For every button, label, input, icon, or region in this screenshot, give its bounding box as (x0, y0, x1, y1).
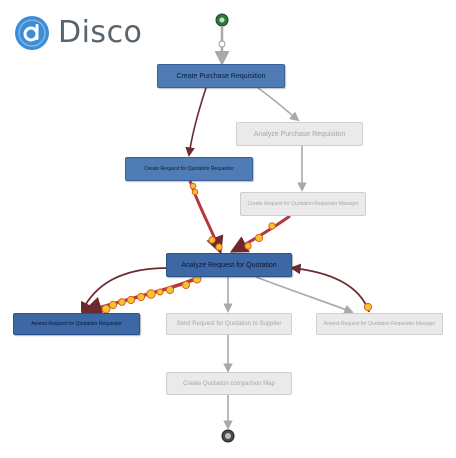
tokens-crfq-manager-path (244, 222, 276, 250)
edge-amend-manager-to-analyze-rfq[interactable] (289, 263, 370, 313)
activity-label: Analyze Purchase Requisiton (253, 130, 346, 138)
activity-label: Create Request for Quotation Requester M… (247, 201, 359, 207)
activity-create-rfq-requester[interactable]: Create Request for Quotation Requester (125, 157, 253, 181)
edge-analyze-rfq-to-amend-requester-arc[interactable] (81, 267, 169, 313)
tokens-amend-requester-path (101, 274, 202, 314)
activity-label: Amend Request for Quotation Requester (31, 321, 122, 327)
disco-logo-icon (15, 16, 49, 50)
activity-amend-rfq-requester[interactable]: Amend Request for Quotation Requester (13, 313, 140, 335)
token (218, 40, 226, 48)
edge-cpr-to-crfq-requester[interactable] (185, 87, 207, 157)
activity-label: Analyze Request for Quotation (181, 261, 277, 269)
tokens-crfq-requester-path (189, 182, 223, 251)
activity-amend-rfq-requester-manager[interactable]: Amend Request for Quotation Requester Ma… (316, 313, 443, 335)
end-node[interactable] (221, 429, 235, 443)
activity-analyze-rfq[interactable]: Analyze Request for Quotation (166, 253, 292, 277)
activity-create-quotation-comparison-map[interactable]: Create Quotation comparison Map (166, 372, 292, 395)
activity-label: Send Request for Quotation to Supplier (176, 321, 282, 327)
activity-analyze-purchase-requisition[interactable]: Analyze Purchase Requisiton (236, 122, 363, 146)
activity-create-rfq-requester-manager[interactable]: Create Request for Quotation Requester M… (240, 192, 366, 216)
activity-create-purchase-requisition[interactable]: Create Purchase Requisition (157, 64, 285, 88)
start-node[interactable] (215, 13, 229, 27)
activity-label: Create Purchase Requisition (176, 72, 266, 80)
tokens-amend-manager-path (363, 302, 373, 312)
activity-label: Create Quotation comparison Map (183, 380, 275, 387)
disco-logo: Disco (14, 15, 142, 51)
activity-label: Create Request for Quotation Requester (144, 166, 234, 172)
activity-label: Amend Request for Quotation Requester Ma… (323, 321, 436, 327)
edge-analyze-rfq-to-amend-manager[interactable] (255, 276, 354, 314)
logo-wordmark: Disco (58, 15, 143, 50)
edge-cpr-to-apr[interactable] (257, 87, 300, 122)
edge-crfq-manager-to-analyze-rfq[interactable] (229, 214, 291, 253)
activity-send-rfq-to-supplier[interactable]: Send Request for Quotation to Supplier (166, 313, 292, 335)
